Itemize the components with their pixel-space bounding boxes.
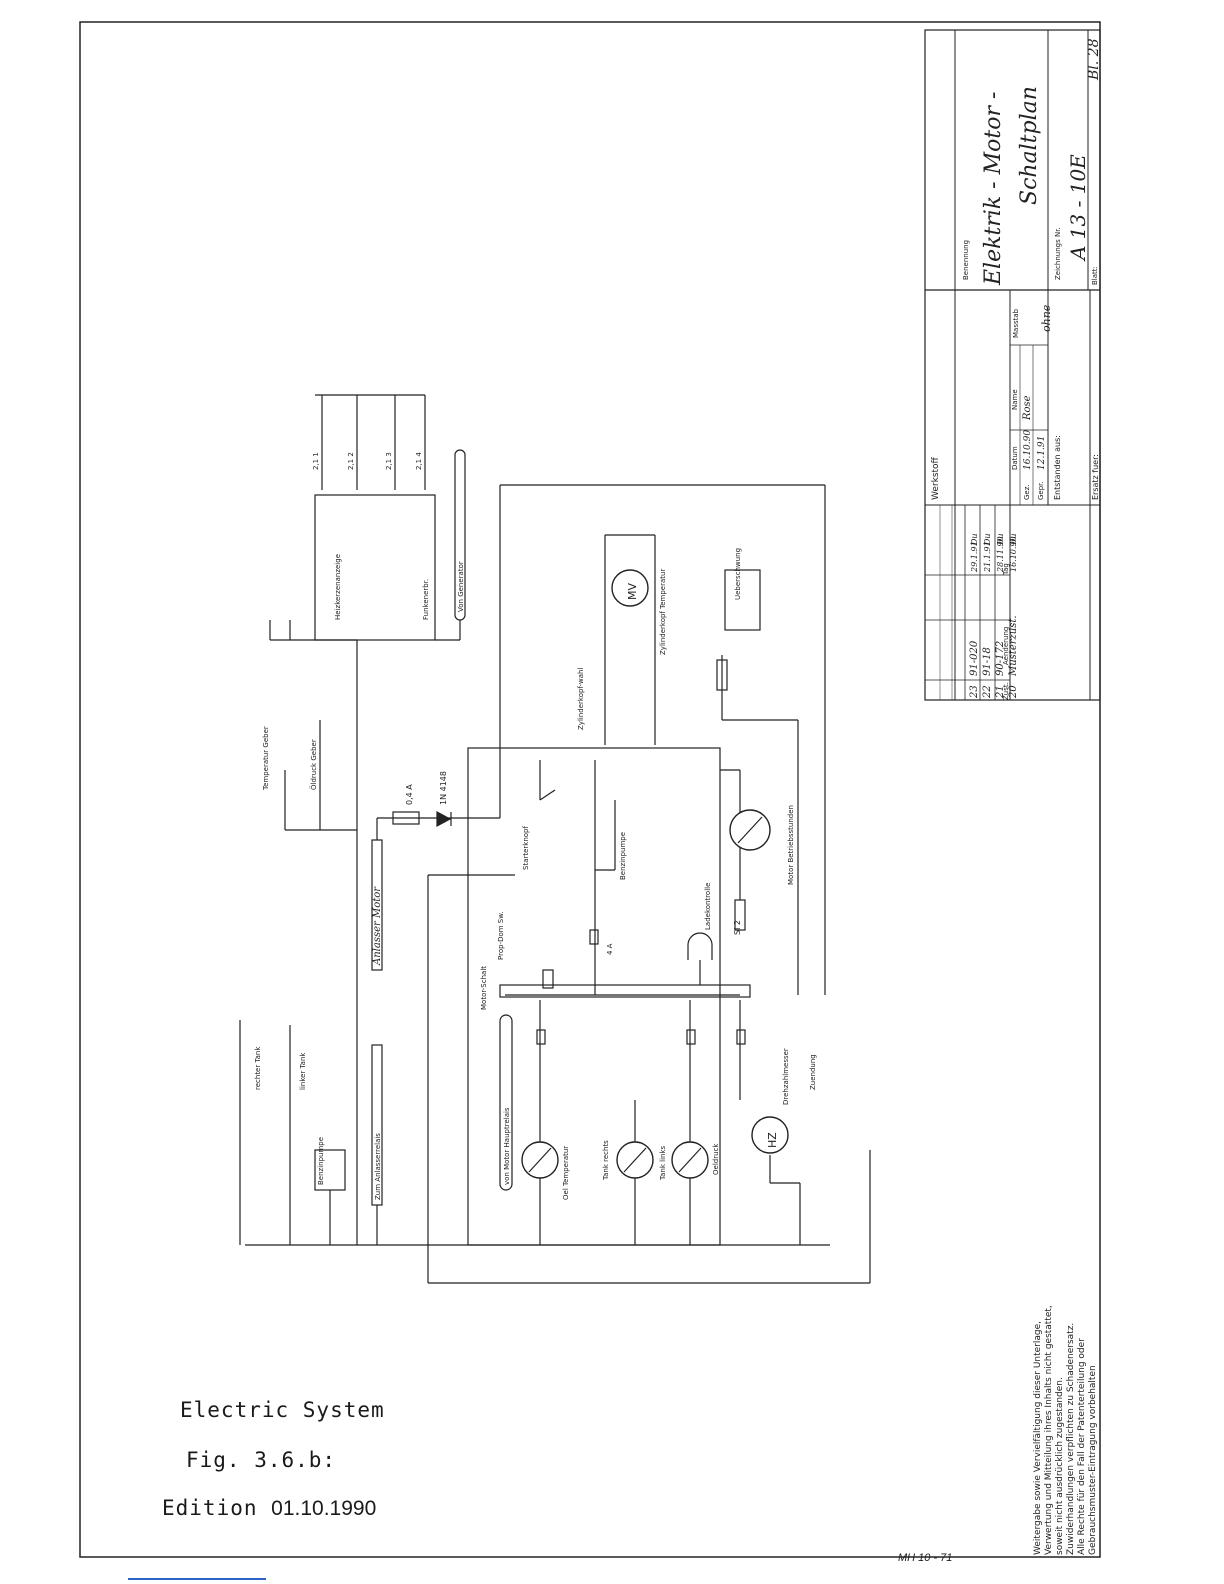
- notice-line: Verwertung und Mitteilung ihres Inhalts …: [1044, 1305, 1054, 1555]
- prop-dom-sw-label: Prop-Dom Sw.: [497, 911, 505, 960]
- oel-temperatur-label: Oel Temperatur: [562, 1146, 570, 1200]
- gez-label: Gez.: [1023, 484, 1031, 500]
- gepr-date: 12.1.91: [1037, 436, 1047, 470]
- rev-date: 16.10.90: [1009, 536, 1018, 572]
- rev-nr: 20: [1008, 685, 1019, 699]
- rev-nr: 23: [969, 685, 980, 699]
- rev-date: 28.11.90: [996, 536, 1005, 573]
- von-generator-label: Von Generator: [457, 561, 465, 612]
- gauge-needles: [528, 816, 763, 1173]
- motor-schalt-label: Motor-Schalt: [480, 966, 488, 1010]
- zylinderkopf-wahl-label: Zylinderkopf-wahl: [577, 668, 585, 730]
- rev-text: 91-18: [982, 647, 993, 676]
- rev-name: Du: [970, 533, 979, 546]
- heizkerzenanzeige-label: Heizkerzenanzeige: [334, 554, 342, 620]
- footer-code: MH 10 - 71: [898, 1552, 953, 1564]
- zylinderkopf-temp-label: Zylinderkopf Temperatur: [659, 569, 667, 655]
- aenderung-label: Aenderung: [1002, 627, 1010, 665]
- caption-edition: Edition 01.10.1990: [162, 1496, 376, 1521]
- rev-name: Du: [983, 533, 992, 546]
- wire-label: 2,1 2: [347, 452, 355, 470]
- temperatur-geber-label: Temperatur Geber: [262, 726, 270, 791]
- entstanden-label: Entstanden aus:: [1053, 435, 1062, 500]
- edition-label: Edition: [162, 1496, 258, 1520]
- gez-date: 16.10.90: [1023, 430, 1033, 470]
- gepr-label: Gepr.: [1037, 481, 1045, 500]
- ersatz-label: Ersatz fuer:: [1091, 454, 1100, 500]
- wiring: [239, 394, 871, 1284]
- oeldruck-label: Oeldruck: [712, 1143, 720, 1175]
- sheet-ref: Bl. 28: [1086, 38, 1102, 81]
- ueberschwung-label: Ueberschwung: [734, 548, 742, 600]
- zeichnungs-label: Zeichnungs Nr.: [1054, 227, 1062, 280]
- drawing-frame: [79, 21, 1101, 1558]
- hz-label: HZ: [766, 1132, 779, 1148]
- fuse-4a-label: 4 A: [606, 943, 614, 955]
- blatt-label: Blatt:: [1091, 266, 1099, 285]
- rev-text: 91-020: [969, 640, 980, 676]
- motor-betriebsstunden-label: Motor Betriebsstunden: [787, 805, 795, 885]
- rev-name: Du: [1009, 533, 1018, 546]
- werkstoff-label: Werkstoff: [931, 456, 941, 500]
- zust-label: Zust.: [1002, 682, 1010, 700]
- diode-label: 1N 4148: [439, 771, 448, 805]
- zum-anlasserrelais-label: Zum Anlasserrelais: [374, 1133, 382, 1200]
- drehzahlmesser-label: Drehzahlmesser: [782, 1048, 790, 1105]
- tank-rechts-label: Tank rechts: [602, 1140, 610, 1181]
- massstab-value: ohne: [1040, 304, 1053, 332]
- title-block: [924, 29, 1101, 701]
- notice-line: Weitergabe sowie Vervielfältigung dieser…: [1033, 1321, 1043, 1555]
- benzinpumpe-left-label: Benzinpumpe: [317, 1137, 325, 1185]
- rev-text: 90-172: [995, 641, 1006, 676]
- massstab-label: Masstab: [1012, 308, 1020, 338]
- drehzahlmesser-gauge: [751, 1116, 789, 1154]
- rev-date: 21.1.91: [983, 541, 992, 573]
- notice-line: Alle Rechte für den Fall der Patentertei…: [1077, 1338, 1087, 1555]
- wire-label: 2,1 4: [415, 452, 423, 470]
- mv-label: MV: [626, 583, 639, 600]
- caption-fig: Fig. 3.6.b:: [186, 1448, 337, 1472]
- rechter-tank-label: rechter Tank: [254, 1046, 262, 1090]
- ladekontrolle-label: Ladekontrolle: [704, 883, 712, 930]
- datum-label: Datum: [1011, 446, 1019, 470]
- benennung-label: Benennung: [962, 240, 970, 280]
- tank-links-label: Tank links: [659, 1145, 667, 1181]
- gez-name: Rose: [1022, 395, 1033, 421]
- rev-date: 29.1.91: [970, 541, 979, 573]
- bottom-link-bar[interactable]: [128, 1578, 266, 1580]
- drawing-number: A 13 - 10E: [1066, 154, 1090, 262]
- wire-label: 2,1 3: [385, 452, 393, 470]
- notice-line: Gebrauchsmuster-Eintragung vorbehalten: [1088, 1365, 1098, 1555]
- edition-date: 01.10.1990: [271, 1497, 377, 1520]
- fuse-label: 0,4 A: [405, 784, 414, 805]
- rev-nr: 21: [995, 685, 1006, 699]
- linker-tank-label: linker Tank: [299, 1052, 307, 1090]
- notice-line: Zuwiderhandlungen verpflichten zu Schade…: [1066, 1323, 1076, 1555]
- wire-label: 2,1 1: [312, 452, 320, 470]
- anlasser-motor-label: Anlasser Motor: [372, 886, 383, 966]
- caption-electric-system: Electric System: [180, 1398, 385, 1422]
- funkenerbr-label: Funkenerbr.: [422, 579, 430, 620]
- name-label: Name: [1011, 389, 1019, 410]
- starterknopf-label: Starterknopf: [522, 825, 530, 870]
- rev-nr: 22: [982, 685, 993, 699]
- von-motor-hauptrelais-label: von Motor Hauptrelais: [503, 1107, 511, 1185]
- rev-name: Du: [996, 533, 1005, 546]
- mv-gauge: [611, 569, 649, 607]
- zuendung-label: Zuendung: [809, 1054, 817, 1090]
- drawing-title-line1: Elektrik - Motor -: [981, 92, 1006, 286]
- notice-line: soweit nicht ausdrücklich zugestanden.: [1055, 1377, 1065, 1555]
- tag-label: Tag: [1002, 563, 1010, 576]
- benzinpumpe-label: Benzinpumpe: [619, 832, 627, 880]
- si2-label: Si 2: [733, 920, 742, 935]
- drawing-title-line2: Schaltplan: [1017, 86, 1042, 205]
- rev-text: Musterzust.: [1008, 615, 1019, 677]
- oeldruck-geber-label: Öldruck Geber: [309, 739, 318, 790]
